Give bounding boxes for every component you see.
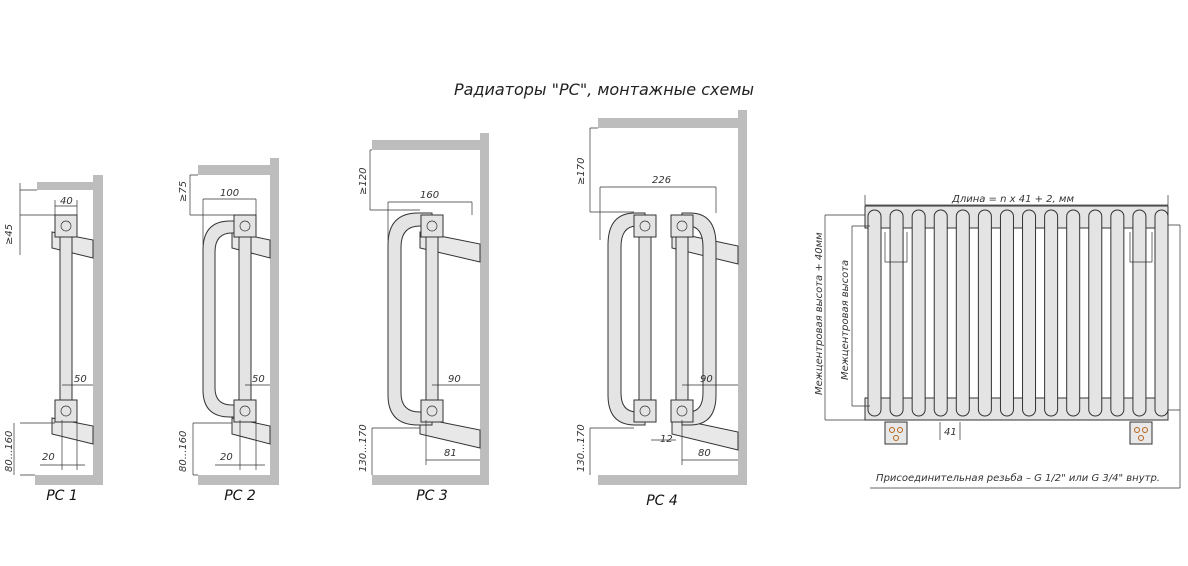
radiator-section (977, 209, 992, 417)
pc3-top-gap: ≥120 (358, 168, 369, 195)
diagram-title: Радиаторы "РС", монтажные схемы (454, 80, 754, 99)
mounting-hole (1134, 427, 1140, 433)
pc4-pipe-gap: 12 (660, 434, 673, 445)
pc4-label: РС 4 (646, 493, 678, 509)
pc2-pipe-offset: 20 (220, 452, 233, 463)
scheme-pc4: ≥170 226 90 12 130...170 80 РС 4 (576, 110, 747, 509)
radiator-section (933, 209, 948, 417)
pc3-bottom-gap: 130...170 (358, 424, 369, 472)
length-label: Длина = n x 41 + 2, мм (951, 194, 1074, 205)
mounting-hole (1142, 427, 1148, 433)
radiator-section (1088, 209, 1103, 417)
pc1-width: 40 (60, 196, 73, 207)
pc1-top-gap: ≥45 (4, 224, 15, 245)
wall-bracket-top (1129, 232, 1153, 263)
scheme-pc3: ≥120 160 90 130...170 81 РС 3 (358, 133, 489, 504)
radiator-section (955, 209, 970, 417)
radiator-section (1154, 209, 1169, 417)
pc2-top-gap: ≥75 (178, 181, 189, 202)
mounting-hole (889, 427, 895, 433)
pc1-wall-offset: 50 (74, 374, 87, 385)
pc1-label: РС 1 (46, 488, 78, 504)
section-pitch: 41 (944, 427, 957, 438)
pc4-top-gap: ≥170 (576, 158, 587, 185)
radiator-section (889, 209, 904, 417)
height-center-label: Межцентровая высота (840, 260, 851, 380)
mounting-hole (1138, 435, 1144, 441)
pc3-pipe-offset: 81 (444, 448, 457, 459)
radiator-section (867, 209, 882, 417)
pc1-pipe-offset: 20 (42, 452, 55, 463)
pc2-width: 100 (220, 188, 239, 199)
pc2-label: РС 2 (224, 488, 256, 504)
thread-note: Присоединительная резьба – G 1/2" или G … (876, 472, 1160, 484)
pc4-wall-offset: 90 (700, 374, 713, 385)
pc2-bottom-gap: 80...160 (178, 431, 189, 472)
pc4-pipe-offset: 80 (698, 448, 711, 459)
radiator-section (1110, 209, 1125, 417)
radiator-section (1022, 209, 1037, 417)
radiator-section (1132, 209, 1147, 417)
pc4-width: 226 (652, 175, 671, 186)
pc3-width: 160 (420, 190, 439, 201)
radiator-section (911, 209, 926, 417)
pc3-wall-offset: 90 (448, 374, 461, 385)
scheme-pc1: ≥45 40 50 80...160 20 РС 1 (4, 175, 103, 504)
scheme-pc2: ≥75 100 50 80...160 20 РС 2 (178, 158, 279, 504)
mounting-hole (897, 427, 903, 433)
radiator-front-view: Длина = n x 41 + 2, мм Межцентровая высо… (814, 194, 1181, 489)
radiator-section (1044, 209, 1059, 417)
pc4-bottom-gap: 130...170 (576, 424, 587, 472)
radiator-section (999, 209, 1014, 417)
pc3-label: РС 3 (416, 488, 448, 504)
height-total-label: Межцентровая высота + 40мм (814, 232, 825, 395)
mounting-hole (893, 435, 899, 441)
pc1-bottom-gap: 80...160 (4, 431, 15, 472)
radiator-section (1066, 209, 1081, 417)
pc2-wall-offset: 50 (252, 374, 265, 385)
wall-bracket-top (884, 232, 908, 263)
